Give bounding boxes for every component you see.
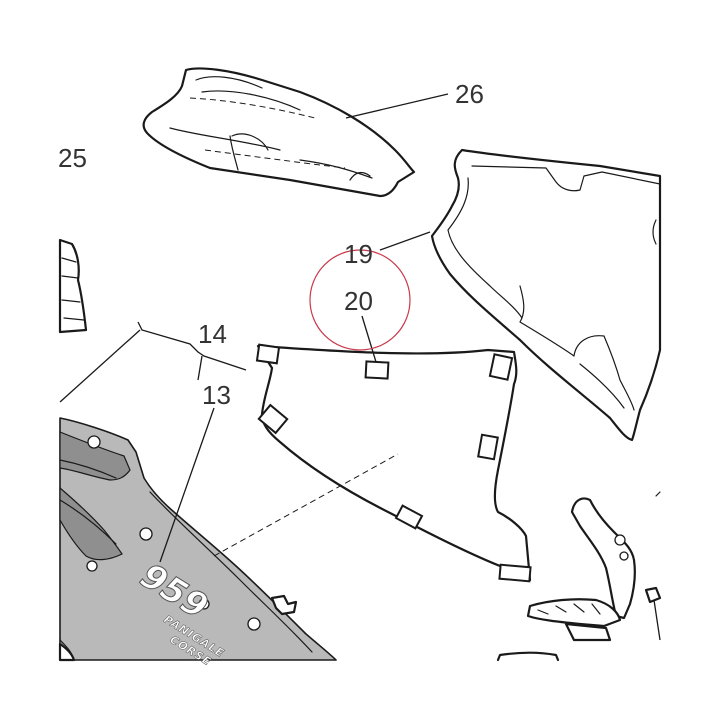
callout-13[interactable]: 13 bbox=[202, 380, 231, 410]
leader-line-13 bbox=[159, 407, 215, 563]
callout-19[interactable]: 19 bbox=[344, 239, 373, 269]
callout-20[interactable]: 20 bbox=[344, 286, 373, 316]
leader-line-26 bbox=[345, 93, 449, 119]
alignment-axis-line bbox=[213, 453, 399, 557]
bracket-assembly[interactable] bbox=[526, 497, 662, 642]
callout-26[interactable]: 26 bbox=[455, 79, 484, 109]
part-25-edge-section[interactable] bbox=[58, 238, 88, 334]
callout-14-bracket bbox=[59, 321, 247, 403]
part-26-fairing-cover[interactable] bbox=[142, 67, 416, 198]
frame-clip-bracket[interactable] bbox=[270, 594, 298, 616]
part-20-liner-panel[interactable] bbox=[255, 343, 532, 583]
leader-line-20 bbox=[361, 315, 377, 363]
callout-25[interactable]: 25 bbox=[58, 143, 87, 173]
part-13-frame-rail[interactable] bbox=[59, 417, 337, 661]
hidden-part-fragments bbox=[58, 491, 661, 662]
leader-line-19 bbox=[379, 231, 431, 251]
callout-20-highlight-circle bbox=[309, 249, 411, 351]
part-19-side-panel[interactable] bbox=[430, 148, 662, 442]
liner-clip-set bbox=[255, 343, 532, 583]
callout-14[interactable]: 14 bbox=[198, 319, 227, 349]
